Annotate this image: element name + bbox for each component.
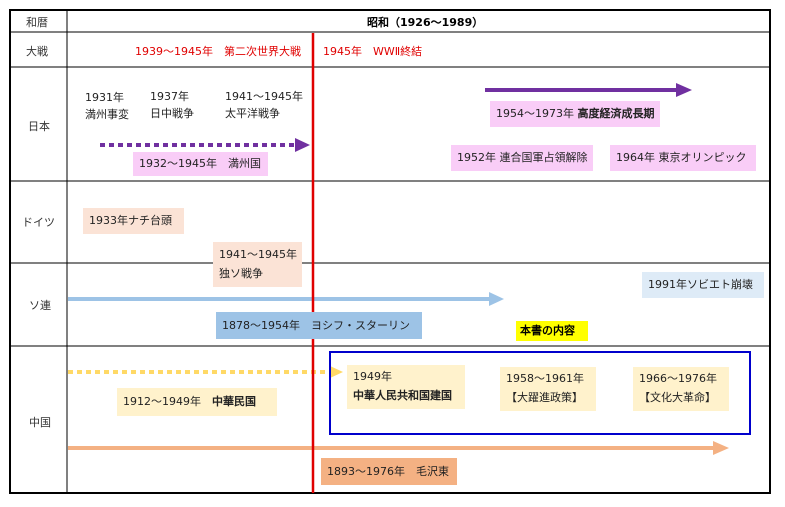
row-label-japan: 日本 <box>28 120 50 133</box>
event-years: 1958～1961年 <box>506 372 584 385</box>
event-name: 独ソ戦争 <box>219 267 263 280</box>
book-scope-label: 本書の内容 <box>516 321 588 341</box>
event-pacific-war: 1941～1945年 太平洋戦争 <box>225 88 303 122</box>
event-name: 日中戦争 <box>150 107 194 120</box>
box-soviet-collapse: 1991年ソビエト崩壊 <box>642 272 764 298</box>
event-name: 中華人民共和国建国 <box>353 389 452 402</box>
arrowhead-roc <box>330 366 343 378</box>
event-name: 満州事変 <box>85 108 129 121</box>
box-mao: 1893～1976年 毛沢東 <box>321 458 457 485</box>
ww2-end: 1945年 WWⅡ終結 <box>323 45 423 58</box>
arrowhead-high-growth <box>676 83 692 97</box>
event-name: 高度経済成長期 <box>577 107 655 120</box>
box-prc: 1949年 中華人民共和国建国 <box>347 365 465 409</box>
event-year: 1941～1945年 <box>225 90 303 103</box>
table-frame <box>9 9 771 494</box>
arrowhead-stalin <box>489 292 504 306</box>
event-year: 1937年 <box>150 90 189 103</box>
event-name: 【大躍進政策】 <box>506 391 583 404</box>
event-year: 1931年 <box>85 91 124 104</box>
event-name: 太平洋戦争 <box>225 107 280 120</box>
row-label-war: 大戦 <box>26 45 48 58</box>
box-tokyo-olympics: 1964年 東京オリンピック <box>610 145 756 171</box>
event-sino-japanese-war: 1937年 日中戦争 <box>150 88 194 122</box>
box-occupation-end: 1952年 連合国軍占領解除 <box>451 145 593 171</box>
event-name: 【文化大革命】 <box>639 391 716 404</box>
row-label-china: 中国 <box>29 416 51 429</box>
arrowhead-mao <box>713 441 729 455</box>
book-scope-frame <box>329 351 751 435</box>
event-years: 1912～1949年 <box>123 395 201 408</box>
event-years: 1954～1973年 <box>496 107 574 120</box>
event-year: 1949年 <box>353 370 392 383</box>
box-german-soviet-war: 1941～1945年 独ソ戦争 <box>213 242 302 287</box>
box-cultural-revolution: 1966～1976年 【文化大革命】 <box>633 367 729 411</box>
event-years: 1941～1945年 <box>219 248 297 261</box>
event-manchuria-incident: 1931年 満州事変 <box>85 89 129 123</box>
box-nazi-rise: 1933年ナチ台頭 <box>83 208 184 234</box>
box-manchukuo: 1932～1945年 満州国 <box>133 152 268 176</box>
row-label-soviet: ソ連 <box>29 299 51 312</box>
era-title: 昭和（1926～1989） <box>367 16 484 29</box>
event-years: 1966～1976年 <box>639 372 717 385</box>
box-high-growth: 1954～1973年 高度経済成長期 <box>490 101 660 127</box>
era-column-header: 和暦 <box>26 16 48 29</box>
box-stalin: 1878～1954年 ヨシフ・スターリン <box>216 312 422 339</box>
event-name: 中華民国 <box>212 395 256 408</box>
box-roc: 1912～1949年 中華民国 <box>117 388 277 416</box>
arrowhead-manchukuo <box>295 138 310 152</box>
ww2-period: 1939～1945年 第二次世界大戦 <box>135 45 301 58</box>
box-great-leap: 1958～1961年 【大躍進政策】 <box>500 367 596 411</box>
row-label-germany: ドイツ <box>22 216 55 229</box>
